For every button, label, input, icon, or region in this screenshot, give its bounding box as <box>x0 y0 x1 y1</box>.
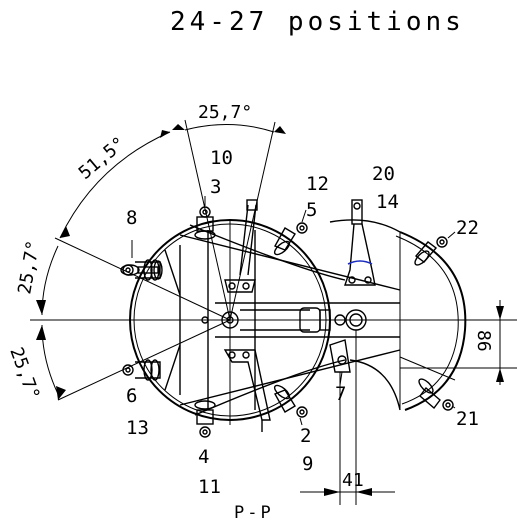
dimension-label-86: 86 <box>473 330 494 352</box>
position-label-4: 4 <box>198 446 209 468</box>
right-body <box>395 231 467 411</box>
position-label-21: 21 <box>456 408 479 430</box>
clamp-unit-8 <box>120 260 163 280</box>
dimension-label-41: 41 <box>342 470 364 491</box>
angle-label-top: 25,7° <box>198 102 252 123</box>
angle-label-left-mid: 25,7° <box>14 239 44 296</box>
position-label-12: 12 <box>306 173 329 195</box>
upper-center-clamp <box>224 199 258 293</box>
angle-label-lower-left: 25,7° <box>5 345 43 403</box>
position-label-9: 9 <box>302 453 313 475</box>
dimension-41 <box>300 330 395 505</box>
lower-center-clamp <box>223 349 271 432</box>
angle-label-upper-left: 51,5° <box>75 133 130 184</box>
drawing-title: 24-27 positions <box>170 7 465 37</box>
section-label: P-P <box>234 503 274 523</box>
angle-dimensions <box>36 119 286 401</box>
position-label-3: 3 <box>210 176 221 198</box>
position-label-5: 5 <box>306 199 317 221</box>
top-right-clamp <box>329 199 401 286</box>
position-label-10: 10 <box>210 147 233 169</box>
position-label-14: 14 <box>376 191 399 213</box>
position-label-2: 2 <box>300 425 311 447</box>
position-label-8: 8 <box>126 207 137 229</box>
position-label-22: 22 <box>456 217 479 239</box>
position-label-11: 11 <box>198 476 221 498</box>
position-label-6: 6 <box>126 385 137 407</box>
lower-mid-clamp <box>329 339 401 411</box>
position-label-20: 20 <box>372 163 395 185</box>
dimension-86 <box>400 300 517 385</box>
position-label-13: 13 <box>126 417 149 439</box>
position-label-7: 7 <box>335 383 346 405</box>
